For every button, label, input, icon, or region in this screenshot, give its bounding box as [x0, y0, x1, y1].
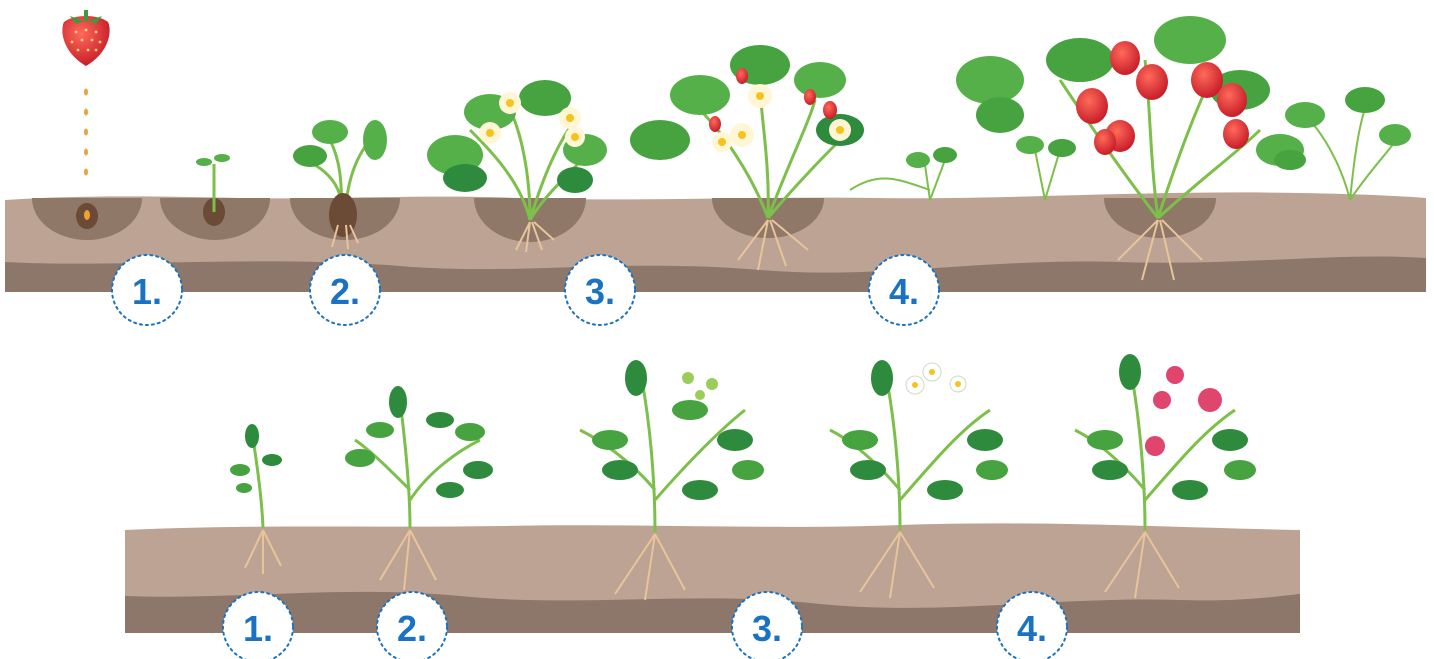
strawberry-icon	[62, 10, 109, 66]
stage-badge-1: 1.	[223, 592, 293, 659]
falling-seeds	[84, 89, 88, 176]
seed-icon	[76, 203, 98, 229]
runner-plantlet	[906, 147, 957, 200]
strawberry-growth-row: 1. 2. 3. 4.	[5, 10, 1426, 325]
svg-text:3.: 3.	[752, 608, 782, 649]
svg-text:1.: 1.	[132, 271, 162, 312]
svg-text:4.: 4.	[1017, 608, 1047, 649]
stage-badge-4: 4.	[869, 255, 939, 325]
runner	[850, 178, 930, 190]
stage-badge-3: 3.	[732, 592, 802, 659]
stage-badge-4: 4.	[997, 592, 1067, 659]
svg-text:2.: 2.	[330, 271, 360, 312]
runner-plantlet	[1016, 136, 1076, 200]
stage-badge-3: 3.	[565, 255, 635, 325]
raspberry-growth-row: 1. 2. 3. 4.	[125, 354, 1300, 659]
svg-text:1.: 1.	[243, 608, 273, 649]
svg-text:2.: 2.	[397, 608, 427, 649]
raspberry-icon	[1145, 366, 1222, 456]
stage-badge-2: 2.	[310, 255, 380, 325]
svg-text:4.: 4.	[889, 271, 919, 312]
svg-text:3.: 3.	[585, 271, 615, 312]
stage-badge-1: 1.	[112, 255, 182, 325]
stage-badge-2: 2.	[377, 592, 447, 659]
